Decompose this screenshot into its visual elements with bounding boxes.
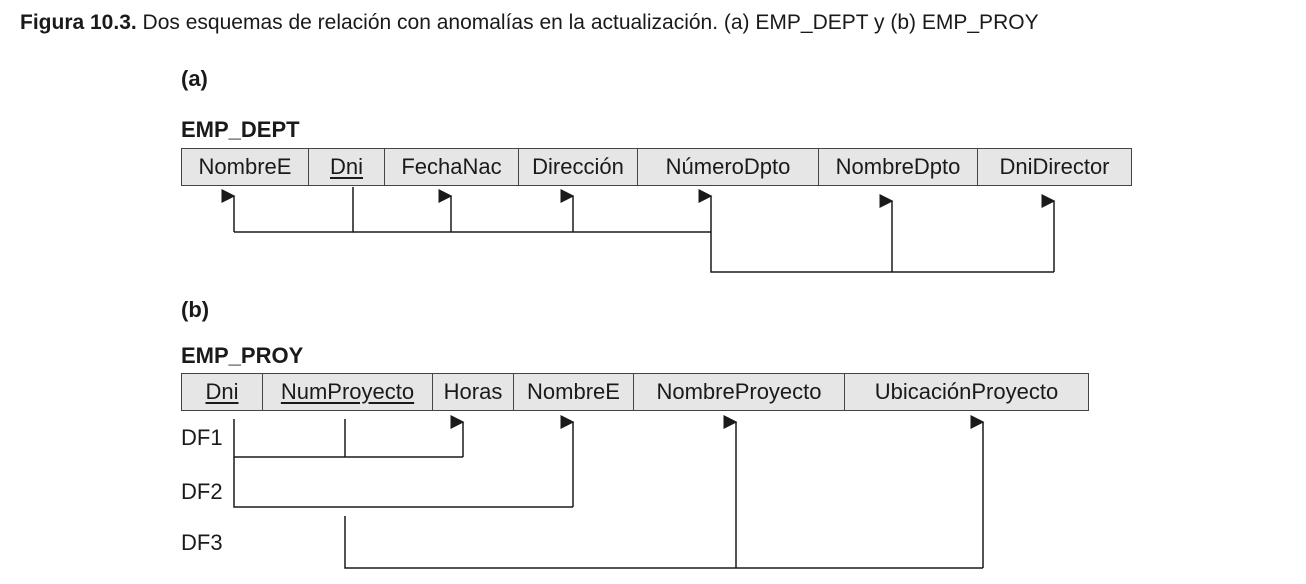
attribute-direccion: Dirección [519,149,638,185]
relation-emp-proy: Dni NumProyecto Horas NombreE NombreProy… [181,373,1089,411]
fd-a2-source-line [710,232,1054,273]
attribute-nombredpto: NombreDpto [819,149,978,185]
attribute-numerodpto: NúmeroDpto [638,149,819,185]
df2-source-dni [233,457,573,508]
attribute-horas: Horas [433,374,514,410]
fd-a1-source-line [234,187,354,233]
part-b-label: (b) [181,297,210,322]
attribute-dni-key: Dni [309,149,385,185]
attribute-nombree: NombreE [514,374,634,410]
relation-name-emp-proy: EMP_PROY [181,343,304,368]
attribute-dnidirector: DniDirector [999,154,1110,179]
attribute-nombreproyecto: NombreProyecto [634,374,845,410]
attribute-fechanac: FechaNac [385,149,519,185]
dependency-label-df1: DF1 [181,425,223,450]
attribute-ubicacionproyecto: UbicaciónProyecto [874,379,1059,404]
attribute-numproyecto-key: NumProyecto [263,374,433,410]
figure-number: Figura 10.3. [20,11,137,34]
dependency-label-df2: DF2 [181,479,223,504]
figure-caption-text: Dos esquemas de relación con anomalías e… [136,11,1039,34]
part-a-label: (a) [181,66,208,91]
figure-caption: Figura 10.3. Dos esquemas de relación co… [20,8,1306,38]
df1-source-dni [233,419,463,458]
attribute-nombree: NombreE [182,149,309,185]
relation-name-emp-dept: EMP_DEPT [181,117,300,142]
relation-emp-dept: NombreE Dni FechaNac Dirección NúmeroDpt… [181,148,1132,186]
df3-source-numproyecto [344,516,983,569]
dependency-label-df3: DF3 [181,530,223,555]
attribute-dni-key: Dni [182,374,263,410]
